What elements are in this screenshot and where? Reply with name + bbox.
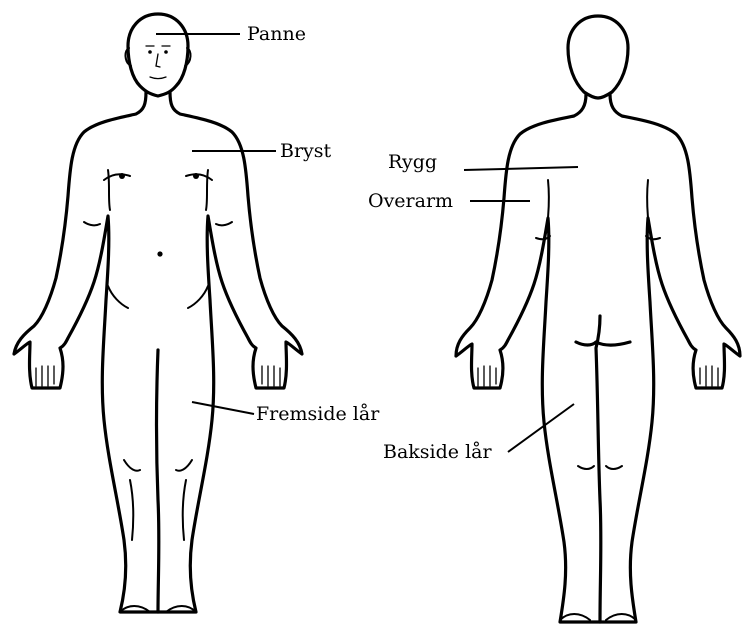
label-upper-arm: Overarm bbox=[368, 190, 453, 212]
leader-back-thigh bbox=[508, 404, 574, 452]
label-back: Rygg bbox=[388, 151, 437, 173]
label-forehead: Panne bbox=[247, 23, 306, 45]
back-figure bbox=[456, 16, 740, 622]
label-chest: Bryst bbox=[280, 140, 332, 162]
leader-front-thigh bbox=[192, 402, 254, 414]
leader-back bbox=[464, 167, 578, 170]
front-figure bbox=[14, 14, 302, 612]
label-front-thigh: Fremside lår bbox=[256, 403, 380, 425]
label-back-thigh: Bakside lår bbox=[383, 441, 492, 463]
back-body-outline bbox=[456, 94, 740, 622]
back-head bbox=[568, 16, 628, 98]
